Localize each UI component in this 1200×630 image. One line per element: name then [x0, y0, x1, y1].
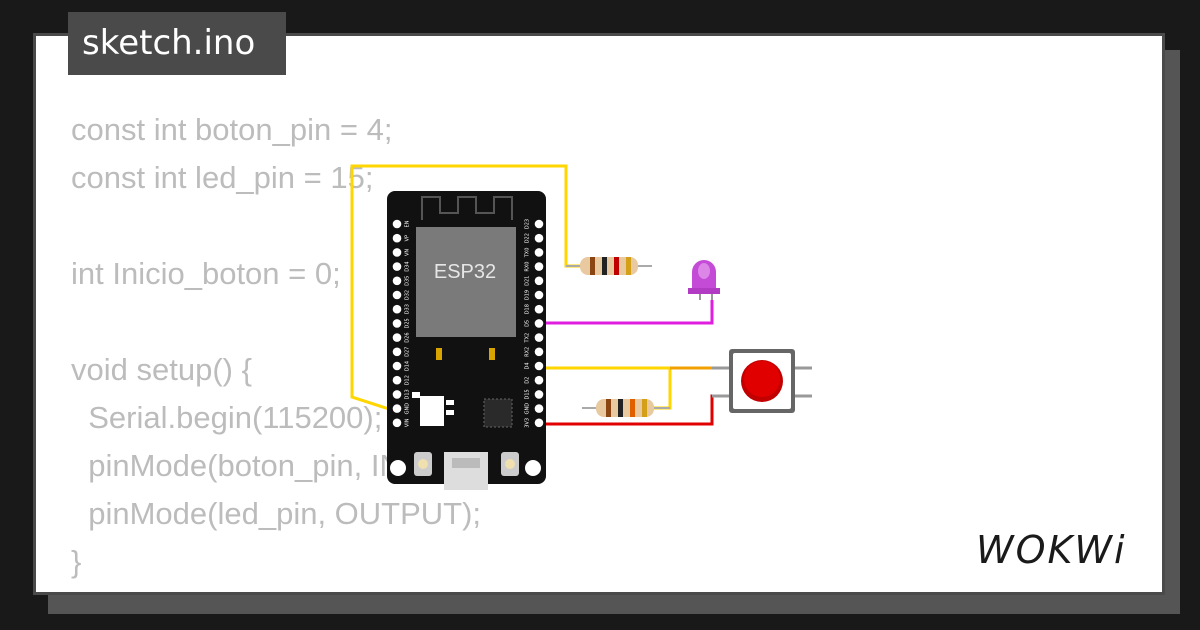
code-line: }: [71, 544, 82, 579]
code-line: pinMode(boton_pin, INPUT);: [71, 448, 483, 483]
code-line: [71, 298, 483, 346]
preview-card: const int boton_pin = 4; const int led_pi…: [33, 33, 1165, 595]
code-line: Serial.begin(115200);: [71, 400, 383, 435]
code-line: pinMode(led_pin, OUTPUT);: [71, 496, 482, 531]
code-line: int Inicio_boton = 0;: [71, 256, 341, 291]
code-line: const int boton_pin = 4;: [71, 112, 393, 147]
code-line: const int led_pin = 15;: [71, 160, 374, 195]
file-tab[interactable]: sketch.ino: [68, 12, 286, 75]
wokwi-logo: WOKWi: [976, 528, 1127, 572]
code-line: [71, 202, 483, 250]
code-editor: const int boton_pin = 4; const int led_pi…: [71, 106, 483, 586]
code-line: void setup() {: [71, 352, 252, 387]
